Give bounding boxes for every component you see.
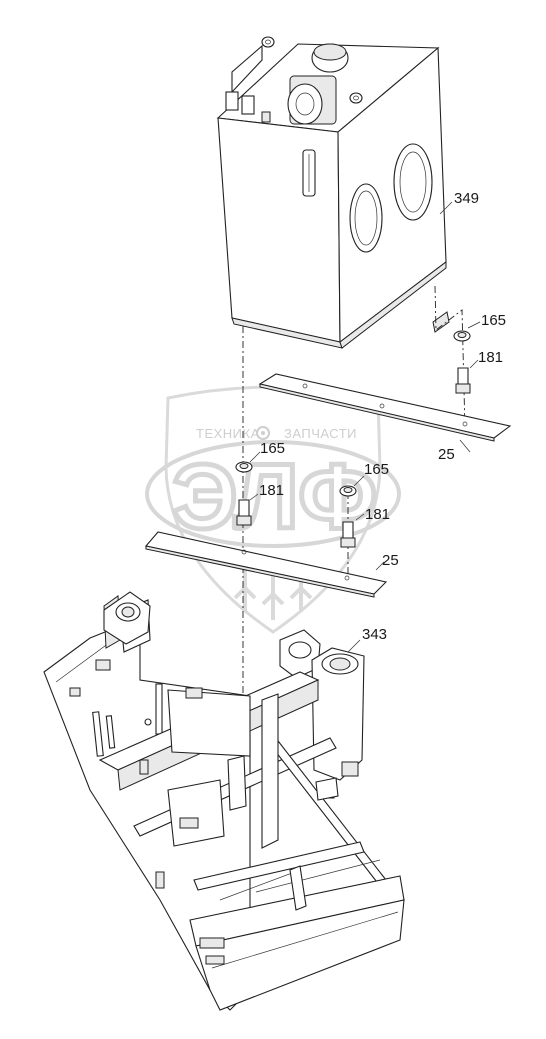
callout-181-left: 181 xyxy=(259,482,284,499)
bolt-mid xyxy=(340,521,356,548)
mounting-plate-upper xyxy=(258,373,512,442)
callout-165-right: 165 xyxy=(481,312,506,329)
inspection-cover-front xyxy=(349,183,383,253)
filler-cap xyxy=(287,43,349,125)
washer-mid xyxy=(339,485,357,497)
callout-25-lower: 25 xyxy=(382,552,399,569)
washer-right xyxy=(453,330,471,342)
main-frame xyxy=(43,591,405,1011)
bolt-left xyxy=(236,499,252,526)
mounting-plate-lower xyxy=(144,531,388,598)
wheat-icon xyxy=(233,566,313,620)
callout-181-right: 181 xyxy=(478,349,503,366)
callout-349: 349 xyxy=(454,190,479,207)
callout-343: 343 xyxy=(362,626,387,643)
watermark-ring xyxy=(145,440,401,548)
callout-181-mid: 181 xyxy=(365,506,390,523)
callout-165-mid: 165 xyxy=(364,461,389,478)
callout-leaders xyxy=(249,201,481,653)
gear-icon xyxy=(256,426,270,440)
callout-165-left: 165 xyxy=(260,440,285,457)
hydraulic-tank xyxy=(216,36,450,349)
lifting-eye-right xyxy=(349,92,363,104)
fitting-block xyxy=(225,91,271,123)
callout-labels: 349 165 181 25 165 181 165 181 25 343 xyxy=(259,190,506,643)
watermark-right-word: ЗАПЧАСТИ xyxy=(284,426,357,441)
lifting-eye-left xyxy=(261,36,275,48)
watermark-left-word: ТЕХНИКА xyxy=(196,426,260,441)
pivot-boss-left xyxy=(103,591,151,645)
watermark: ТЕХНИКА ЗАПЧАСТИ ЭЛФ xyxy=(145,385,401,634)
bolt-right xyxy=(455,367,471,394)
inspection-cover-rear xyxy=(393,143,433,221)
callout-25-upper: 25 xyxy=(438,446,455,463)
washer-left xyxy=(235,461,253,473)
right-column xyxy=(311,647,365,799)
